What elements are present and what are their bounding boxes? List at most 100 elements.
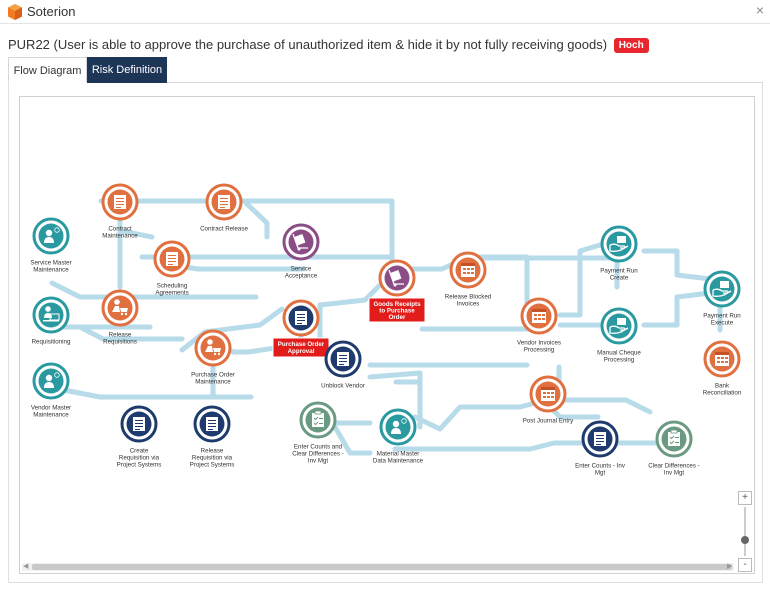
node-label-line: Enter Counts - Inv — [575, 463, 626, 470]
node-label-line: Maintenance — [102, 233, 138, 240]
page-title: PUR22 (User is able to approve the purch… — [8, 37, 649, 53]
title-bar: Soterion × — [0, 0, 770, 24]
hand-money-icon — [712, 281, 732, 297]
soterion-logo-icon — [8, 4, 22, 20]
node-label-line: Requisition via — [192, 455, 233, 462]
tab-bar: Flow Diagram Risk Definition — [8, 57, 763, 83]
node-unblock-vendor[interactable]: Unblock Vendor — [321, 340, 365, 390]
node-label-line: Create — [130, 448, 149, 455]
box-trolley-icon — [292, 233, 308, 251]
tab-risk-definition[interactable]: Risk Definition — [87, 57, 167, 83]
node-label-line: Project Systems — [117, 462, 162, 469]
node-label-line: Purchase Order — [191, 372, 235, 379]
node-label-line: Requisitioning — [32, 339, 71, 346]
node-requisitioning[interactable]: Requisitioning — [32, 296, 71, 346]
node-label-line: Mgt — [595, 470, 606, 477]
scrollbar-thumb[interactable] — [32, 564, 732, 570]
zoom-in-button[interactable]: + — [738, 491, 752, 505]
user-desk-icon — [43, 306, 60, 322]
node-label-line: Clear Differences - — [648, 463, 699, 470]
close-icon[interactable]: × — [755, 2, 764, 18]
node-label-line: Processing — [524, 347, 555, 354]
clipboard-icon — [312, 410, 324, 427]
node-label: Clear Differences -Inv Mgt — [648, 463, 699, 477]
node-label-line: Vendor Master — [31, 405, 71, 412]
node-label-line: Order — [389, 314, 406, 321]
scroll-left-icon[interactable]: ◀ — [23, 563, 29, 570]
node-label-line: Goods Receipts — [373, 301, 421, 308]
node-label-line: Processing — [604, 357, 635, 364]
node-label-line: Release — [201, 448, 224, 455]
document-icon — [133, 417, 145, 431]
node-label-line: to Purchase — [379, 308, 415, 315]
hand-money-icon — [609, 318, 629, 334]
node-post-journal-entry[interactable]: Post Journal Entry — [523, 375, 574, 425]
node-label-line: Contract — [108, 226, 132, 233]
node-label-line: Requisition via — [119, 455, 160, 462]
node-clear-differences-inv-mgt[interactable]: Clear Differences -Inv Mgt — [648, 420, 700, 477]
document-icon — [295, 311, 307, 325]
zoom-slider-track[interactable] — [744, 507, 746, 556]
document-icon — [166, 252, 178, 266]
scroll-right-icon[interactable]: ▶ — [727, 563, 733, 570]
horizontal-scrollbar[interactable] — [22, 563, 734, 571]
node-label: Contract Release — [200, 226, 248, 233]
app-name: Soterion — [27, 4, 76, 19]
node-label-line: Reconciliation — [703, 390, 742, 397]
node-label-line: Maintenance — [33, 267, 69, 274]
clipboard-icon — [668, 429, 680, 446]
node-label-line: Material Master — [377, 451, 420, 458]
node-label-line: Inv Mgt — [664, 470, 685, 477]
node-label-line: Create — [610, 275, 629, 282]
node-label-line: Post Journal Entry — [523, 418, 574, 425]
node-label-line: Requisitions — [103, 339, 137, 346]
node-label-line: Release — [109, 332, 132, 339]
tab-flow-diagram[interactable]: Flow Diagram — [8, 57, 87, 83]
hand-money-icon — [609, 236, 629, 252]
document-icon — [337, 352, 349, 366]
zoom-slider-handle[interactable] — [741, 536, 749, 544]
node-contract-release[interactable]: Contract Release — [200, 183, 248, 233]
node-label-line: Manual Cheque — [597, 350, 641, 357]
node-label-line: Agreements — [155, 290, 188, 297]
zoom-out-button[interactable]: - — [738, 558, 752, 572]
node-label: Requisitioning — [32, 339, 71, 346]
